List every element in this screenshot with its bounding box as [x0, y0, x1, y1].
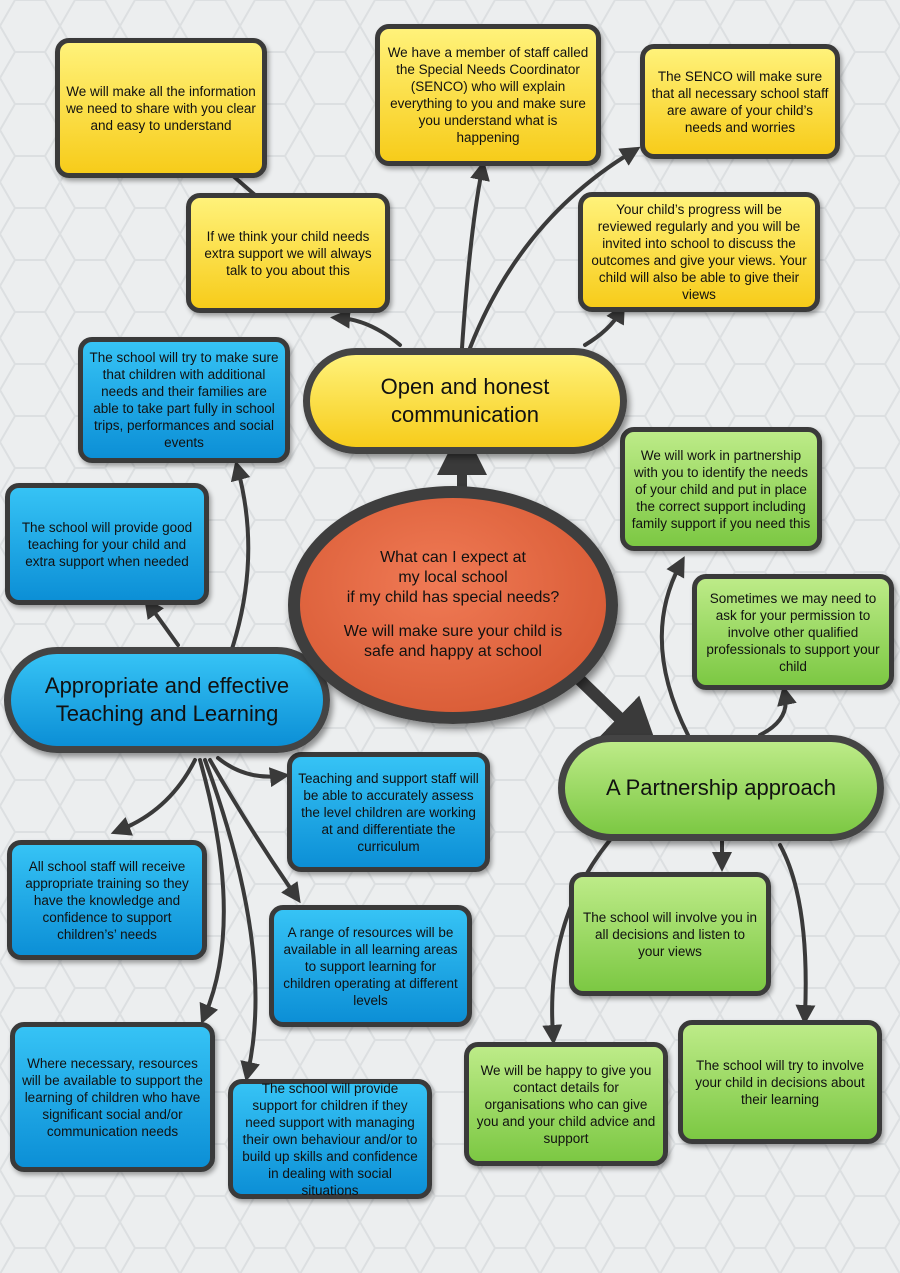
contact-details-text: We will be happy to give you contact det… — [476, 1062, 656, 1146]
staff-training-box: All school staff will receive appropriat… — [7, 840, 207, 960]
center-question: What can I expect at my local school if … — [288, 486, 618, 724]
school-trips-text: The school will try to make sure that ch… — [89, 350, 279, 450]
extra-support-text: If we think your child needs extra suppo… — [204, 228, 372, 278]
hub-teaching: Appropriate and effective Teaching and L… — [4, 647, 330, 753]
hub-partnership-label: A Partnership approach — [606, 775, 836, 800]
child-decisions-box: The school will try to involve your chil… — [678, 1020, 882, 1144]
good-teaching-text: The school will provide good teaching fo… — [21, 519, 193, 569]
senco-aware-text: The SENCO will make sure that all necess… — [651, 68, 829, 135]
hub-communication: Open and honest communication — [303, 348, 627, 454]
senco-explain-box: We have a member of staff called the Spe… — [375, 24, 601, 166]
center-line-2: my local school — [398, 569, 508, 586]
involve-decisions-box: The school will involve you in all decis… — [569, 872, 771, 996]
involve-decisions-text: The school will involve you in all decis… — [582, 909, 758, 959]
child-decisions-text: The school will try to involve your chil… — [695, 1057, 865, 1107]
progress-review-text: Your child’s progress will be reviewed r… — [591, 202, 807, 302]
center-line-1: What can I expect at — [380, 549, 526, 566]
good-teaching-box: The school will provide good teaching fo… — [5, 483, 209, 605]
hub-teaching-label: Appropriate and effective Teaching and L… — [44, 673, 290, 726]
contact-details-box: We will be happy to give you contact det… — [464, 1042, 668, 1166]
permission-box: Sometimes we may need to ask for your pe… — [692, 574, 894, 690]
social-needs-text: Where necessary, resources will be avail… — [22, 1055, 203, 1139]
center-line-5: safe and happy at school — [364, 643, 542, 660]
behaviour-support-box: The school will provide support for chil… — [228, 1079, 432, 1199]
assess-level-text: Teaching and support staff will be able … — [298, 770, 479, 854]
hub-partnership: A Partnership approach — [558, 735, 884, 841]
hub-communication-label: Open and honest communication — [380, 374, 550, 427]
center-line-4: We will make sure your child is — [343, 623, 563, 640]
behaviour-support-text: The school will provide support for chil… — [242, 1080, 418, 1198]
extra-support-box: If we think your child needs extra suppo… — [186, 193, 390, 313]
progress-review-box: Your child’s progress will be reviewed r… — [578, 192, 820, 312]
work-partnership-text: We will work in partnership with you to … — [631, 447, 811, 531]
social-needs-box: Where necessary, resources will be avail… — [10, 1022, 215, 1172]
senco-explain-text: We have a member of staff called the Spe… — [387, 45, 589, 145]
info-clear-text: We will make all the information we need… — [66, 83, 256, 133]
resources-levels-box: A range of resources will be available i… — [269, 905, 472, 1027]
school-trips-box: The school will try to make sure that ch… — [78, 337, 290, 463]
work-partnership-box: We will work in partnership with you to … — [620, 427, 822, 551]
staff-training-text: All school staff will receive appropriat… — [25, 858, 189, 942]
permission-text: Sometimes we may need to ask for your pe… — [706, 590, 880, 674]
resources-levels-text: A range of resources will be available i… — [283, 924, 458, 1008]
senco-aware-box: The SENCO will make sure that all necess… — [640, 44, 840, 159]
info-clear-box: We will make all the information we need… — [55, 38, 267, 178]
center-line-3: if my child has special needs? — [346, 589, 560, 606]
assess-level-box: Teaching and support staff will be able … — [287, 752, 490, 872]
